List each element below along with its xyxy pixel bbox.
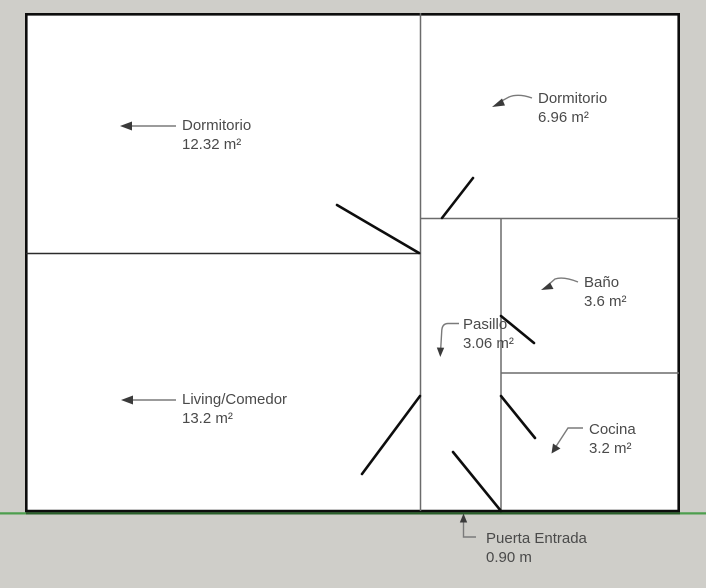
room-label-dormitorio-1: Dormitorio 12.32 m²	[182, 116, 251, 154]
entrance-label: Puerta Entrada 0.90 m	[486, 529, 587, 567]
entrance-width: 0.90 m	[486, 549, 532, 566]
interior-walls	[419, 13, 679, 511]
room-name: Dormitorio	[182, 117, 252, 134]
arrow-puerta	[459, 513, 468, 523]
room-label-cocina: Cocina 3.2 m²	[589, 420, 636, 458]
arrow-cocina	[551, 443, 561, 454]
room-label-dormitorio-2: Dormitorio 6.96 m²	[538, 89, 607, 127]
room-name: Pasillo	[463, 316, 508, 333]
arrow-dormitorio1	[120, 121, 132, 131]
arrow-dormitorio2	[492, 98, 505, 107]
floor-area	[26, 13, 680, 512]
door-leaves	[335, 176, 537, 513]
room-name: Dormitorio	[538, 90, 608, 107]
room-area: 3.2 m²	[589, 440, 632, 457]
room-area: 3.06 m²	[463, 335, 514, 352]
room-label-living: Living/Comedor 13.2 m²	[182, 390, 287, 428]
entrance-name: Puerta Entrada	[486, 530, 587, 547]
arrow-living	[121, 395, 133, 405]
room-area: 13.2 m²	[182, 410, 233, 427]
room-label-bano: Baño 3.6 m²	[584, 273, 627, 311]
room-area: 6.96 m²	[538, 109, 589, 126]
door-cocina	[499, 394, 537, 440]
label-leaders	[129, 94, 583, 538]
door-entrada	[451, 450, 503, 513]
door-dormitorio2	[440, 176, 475, 220]
room-name: Cocina	[589, 421, 636, 438]
room-name: Living/Comedor	[182, 391, 288, 408]
door-dormitorio1	[335, 203, 421, 255]
room-area: 12.32 m²	[182, 136, 242, 153]
door-bano	[499, 314, 536, 345]
leader-arrowheads	[120, 98, 561, 523]
room-area: 3.6 m²	[584, 293, 627, 310]
arrow-pasillo	[436, 347, 445, 357]
leader-cocina	[554, 427, 583, 449]
leader-bano	[546, 277, 579, 287]
room-label-pasillo: Pasillo 3.06 m²	[463, 315, 514, 353]
leader-dormitorio2	[497, 94, 533, 104]
outer-walls	[24, 13, 681, 513]
door-living	[360, 394, 422, 476]
leader-pasillo	[440, 322, 459, 350]
leader-puerta	[462, 519, 476, 538]
room-name: Baño	[584, 274, 620, 291]
arrow-bano	[541, 282, 554, 290]
